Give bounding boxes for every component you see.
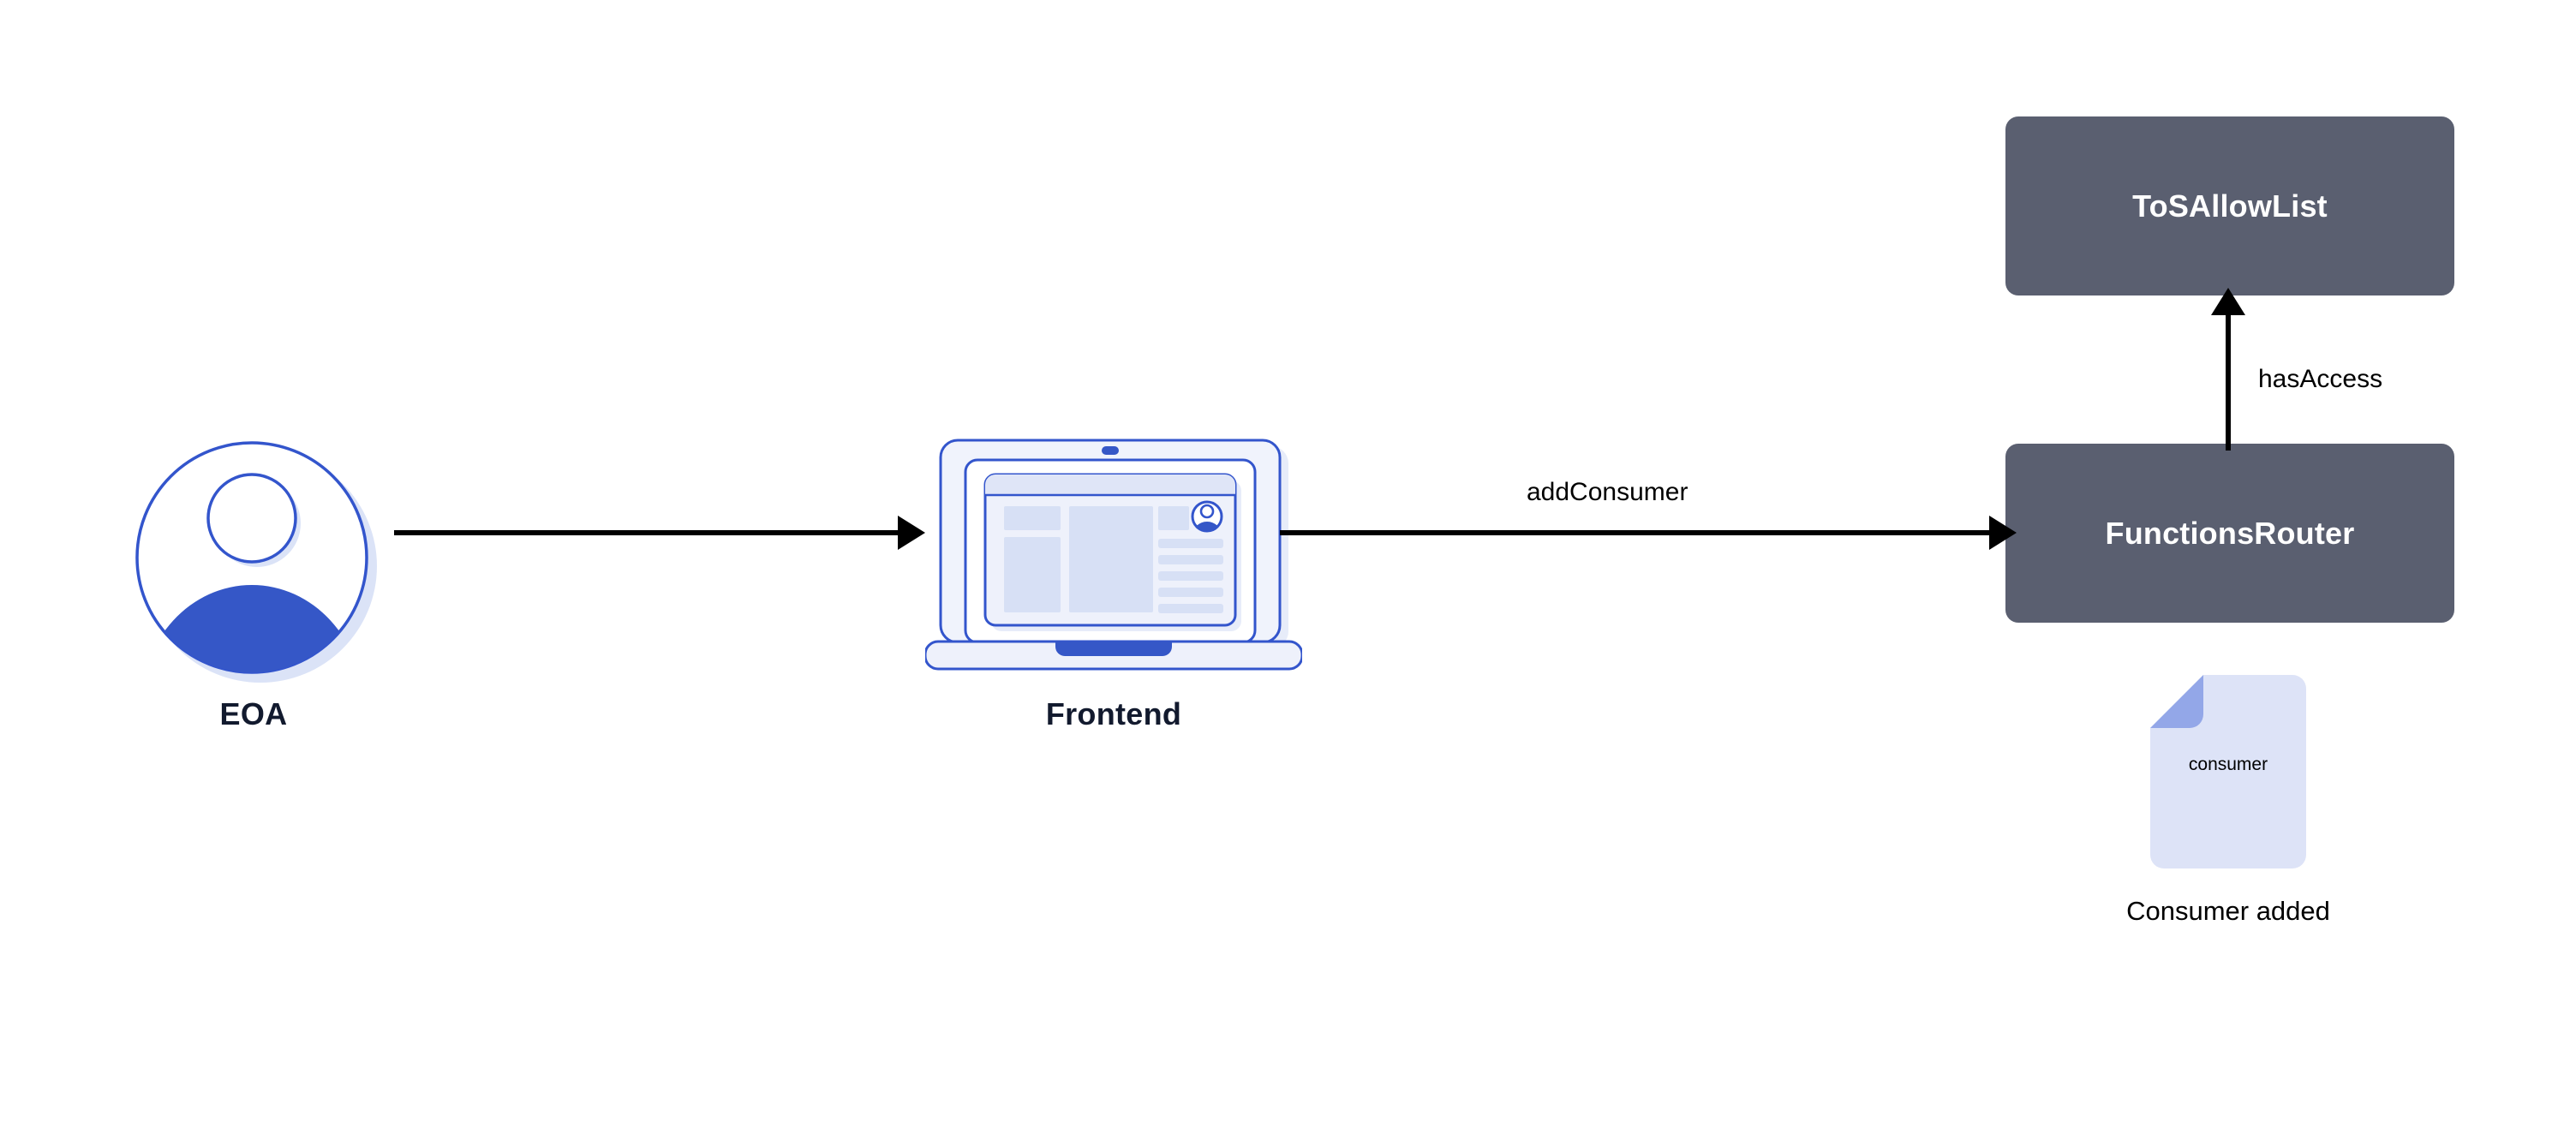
edge-frontend-to-functions-router [1280, 516, 2017, 550]
edge-label-add-consumer: addConsumer [1527, 478, 1688, 506]
node-label-eoa: EOA [219, 696, 288, 731]
edge-functions-router-to-tos-allowlist [2211, 288, 2245, 451]
node-label-tos-allowlist: ToSAllowList [2132, 188, 2328, 224]
user-avatar-icon [135, 441, 377, 683]
artifact-file-label: consumer [2188, 755, 2268, 774]
laptop-icon [925, 439, 1302, 671]
artifact-consumer-document[interactable]: consumer Consumer added [2126, 675, 2330, 932]
node-eoa[interactable]: EOA [127, 433, 380, 775]
artifact-caption: Consumer added [2126, 896, 2330, 926]
node-label-frontend: Frontend [1045, 696, 1182, 731]
edge-eoa-to-frontend [394, 516, 925, 550]
edge-label-has-access: hasAccess [2258, 365, 2383, 393]
node-label-functions-router: FunctionsRouter [2105, 515, 2355, 551]
node-functions-router[interactable]: FunctionsRouter [2005, 444, 2454, 623]
document-icon [2150, 675, 2306, 868]
node-frontend[interactable]: Frontend [925, 433, 1302, 775]
node-tos-allowlist[interactable]: ToSAllowList [2005, 116, 2454, 295]
